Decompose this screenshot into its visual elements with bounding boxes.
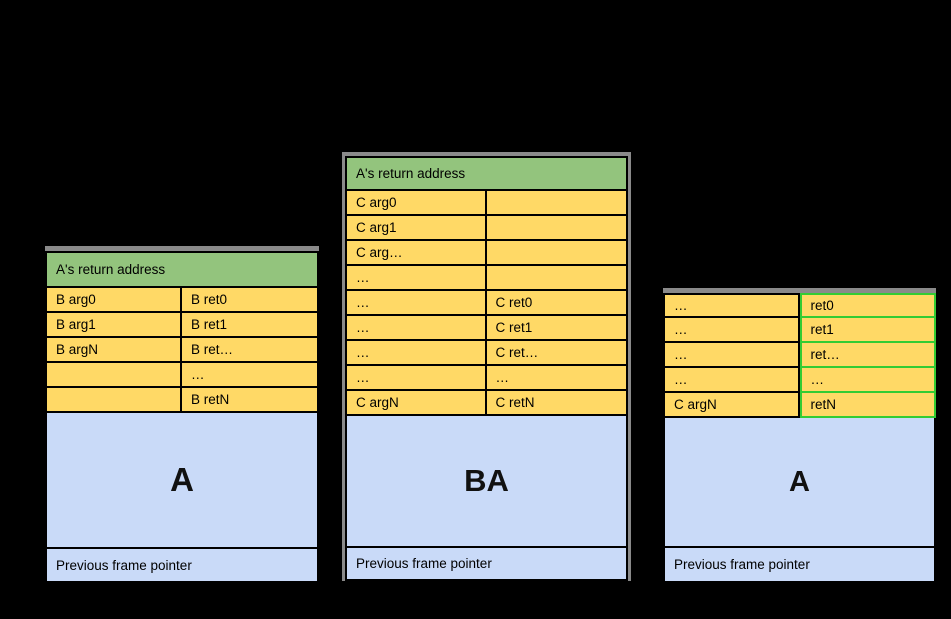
stack-cell-right: C retN bbox=[486, 391, 628, 416]
stack-cell-left: … bbox=[663, 343, 800, 368]
frame-label: A bbox=[170, 461, 194, 498]
stack-cell-left: … bbox=[345, 316, 487, 341]
frame-body: A bbox=[45, 413, 319, 547]
stack-cell-left: … bbox=[663, 318, 800, 343]
stack-cell-right: B ret0 bbox=[182, 288, 319, 313]
stack-cell-left: C argN bbox=[663, 393, 800, 418]
stack-cell-left: … bbox=[345, 266, 487, 291]
stack-cell-left: … bbox=[345, 366, 487, 391]
stack-cell-left: B argN bbox=[45, 338, 182, 363]
stack-cell-left: C arg0 bbox=[345, 191, 487, 216]
frame-body: A bbox=[663, 418, 936, 546]
frame-top-edge bbox=[345, 152, 628, 156]
previous-frame-pointer-cell: Previous frame pointer bbox=[45, 547, 319, 583]
frame-top-edge bbox=[45, 246, 319, 251]
stack-cell-right: B ret1 bbox=[182, 313, 319, 338]
stack-cell-left: B arg1 bbox=[45, 313, 182, 338]
stack-cell-left bbox=[45, 363, 182, 388]
stack-row: B retN bbox=[45, 388, 319, 413]
stack-cell-right: C ret1 bbox=[486, 316, 628, 341]
stack-cell-left: C arg… bbox=[345, 241, 487, 266]
stack-row: …C ret… bbox=[345, 341, 628, 366]
previous-frame-pointer-cell: Previous frame pointer bbox=[663, 546, 936, 583]
frame-label: A bbox=[789, 465, 810, 498]
stack-cell-right: … bbox=[486, 366, 628, 391]
frame-top-edge bbox=[663, 288, 936, 293]
stack-cell-left: B arg0 bbox=[45, 288, 182, 313]
stack-row: …ret0 bbox=[663, 293, 936, 318]
return-address-cell: A's return address bbox=[45, 251, 319, 288]
stack-row: …ret1 bbox=[663, 318, 936, 343]
stack-cell-right: C ret… bbox=[486, 341, 628, 366]
stack-row: …C ret0 bbox=[345, 291, 628, 316]
stack-cell-right-highlighted: retN bbox=[799, 393, 936, 418]
stack-cell-right-highlighted: ret1 bbox=[799, 318, 936, 343]
stack-cell-right bbox=[486, 266, 628, 291]
stack-cell-left: C arg1 bbox=[345, 216, 487, 241]
stack-cell-right: C ret0 bbox=[486, 291, 628, 316]
stack-row: …C ret1 bbox=[345, 316, 628, 341]
stack-cell-left: … bbox=[345, 341, 487, 366]
stack-cell-right bbox=[486, 216, 628, 241]
stack-row: …… bbox=[663, 368, 936, 393]
stack-cell-right-highlighted: ret… bbox=[799, 343, 936, 368]
frame-label: BA bbox=[464, 463, 509, 498]
return-address-cell: A's return address bbox=[345, 156, 628, 191]
stack-cell-left: … bbox=[663, 293, 800, 318]
stack-cell-right-highlighted: ret0 bbox=[799, 293, 936, 318]
stack-cell-right: … bbox=[182, 363, 319, 388]
stack-row: C arg… bbox=[345, 241, 628, 266]
stack-cell-right-highlighted: … bbox=[799, 368, 936, 393]
stack-cell-right: B ret… bbox=[182, 338, 319, 363]
stack-cell-right bbox=[486, 241, 628, 266]
frame-body: BA bbox=[345, 416, 628, 546]
previous-frame-pointer-cell: Previous frame pointer bbox=[345, 546, 628, 581]
stack-row: C arg0 bbox=[345, 191, 628, 216]
stack-cell-left: C argN bbox=[345, 391, 487, 416]
stack-row: … bbox=[45, 363, 319, 388]
stack-row: … bbox=[345, 266, 628, 291]
stack-row: …ret… bbox=[663, 343, 936, 368]
stack-cell-right bbox=[486, 191, 628, 216]
stack-cell-left: … bbox=[345, 291, 487, 316]
stack-cell-left: … bbox=[663, 368, 800, 393]
stack-row: …… bbox=[345, 366, 628, 391]
stack-row: C arg1 bbox=[345, 216, 628, 241]
stack-cell-right: B retN bbox=[182, 388, 319, 413]
stack-cell-left bbox=[45, 388, 182, 413]
